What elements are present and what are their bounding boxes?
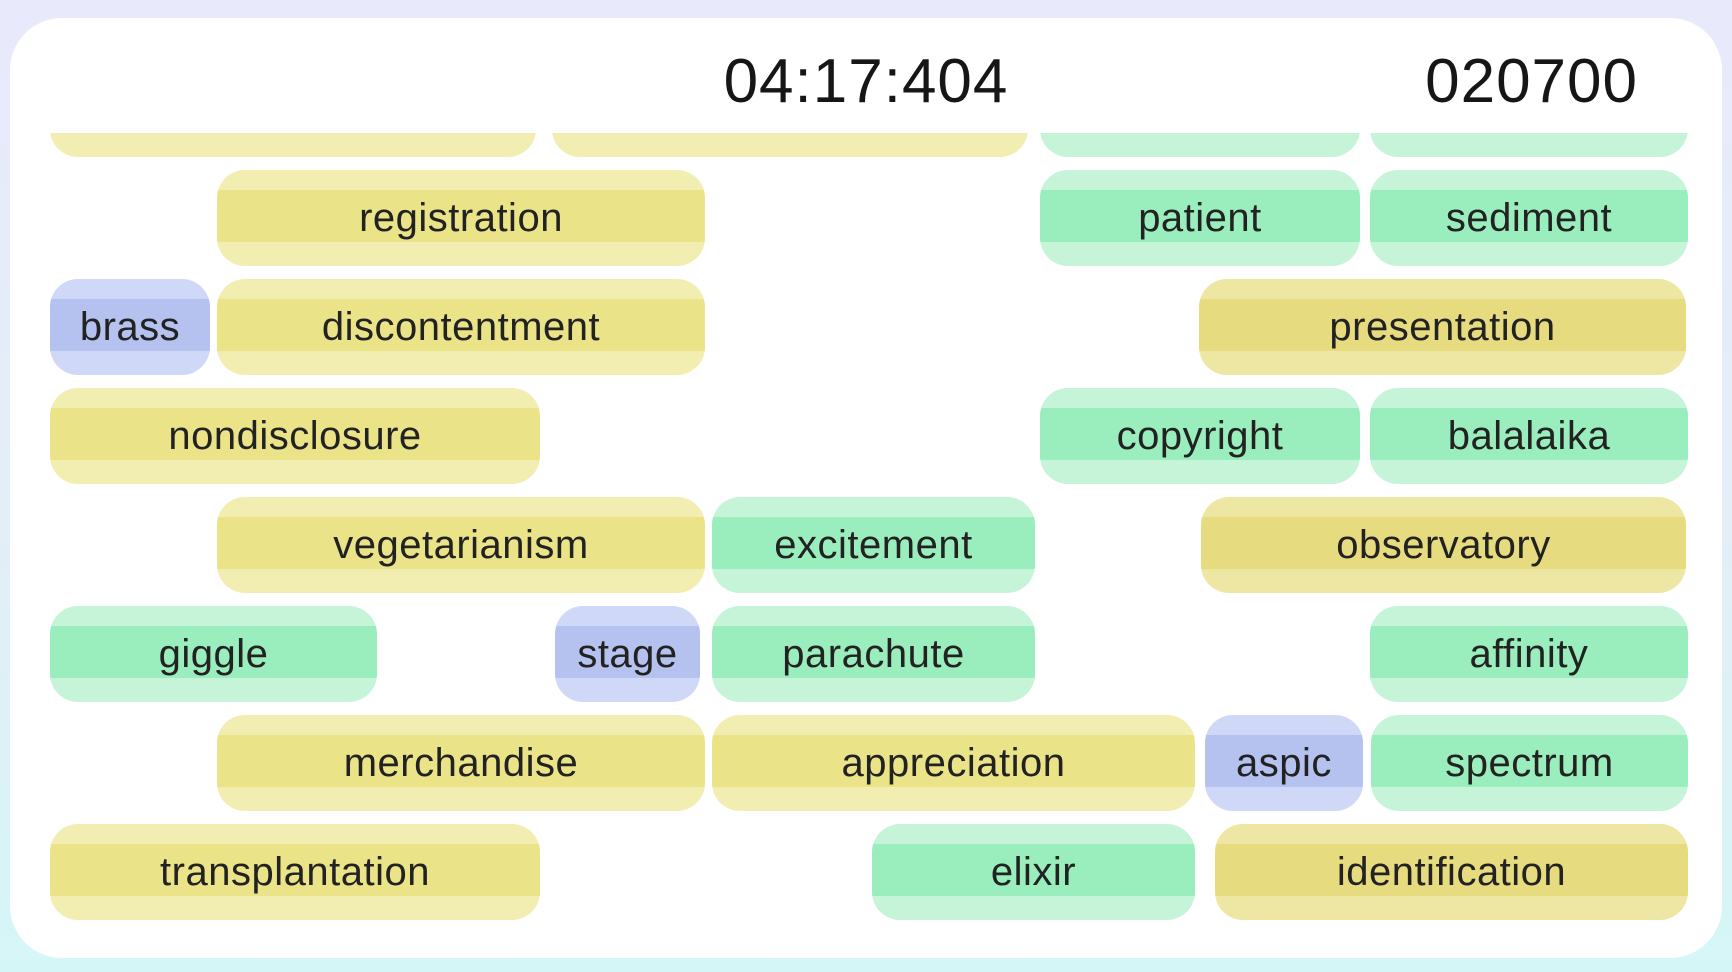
word-label: spectrum	[1445, 740, 1614, 785]
word-label: merchandise	[343, 740, 579, 785]
word-pill[interactable]: merchandise	[217, 715, 705, 811]
word-label: presentation	[1329, 304, 1556, 349]
word-label: elixir	[990, 849, 1077, 894]
word-pill[interactable]: discontentment	[217, 279, 705, 375]
word-board: registration patient sediment brass disconte…	[10, 133, 1722, 924]
word-pill[interactable]: sediment	[1370, 170, 1688, 266]
word-label: sediment	[1445, 195, 1613, 240]
word-pill[interactable]: copyright	[1040, 388, 1360, 484]
word-label: brass	[79, 304, 181, 349]
word-pill[interactable]: appreciation	[712, 715, 1195, 811]
word-label: parachute	[782, 631, 965, 676]
word-pill-clipped	[552, 133, 1028, 157]
word-board-content: registration patient sediment brass disconte…	[10, 133, 1722, 924]
word-pill[interactable]: vegetarianism	[217, 497, 705, 593]
timer: 04:17:404	[723, 47, 1009, 116]
word-label: appreciation	[841, 740, 1066, 785]
word-label: stage	[577, 631, 678, 676]
score: 020700	[1425, 47, 1638, 116]
word-pill[interactable]: identification	[1215, 824, 1688, 920]
word-pill[interactable]: giggle	[50, 606, 377, 702]
word-pill[interactable]: registration	[217, 170, 705, 266]
word-pill[interactable]: stage	[555, 606, 700, 702]
word-pill[interactable]: excitement	[712, 497, 1035, 593]
word-label: balalaika	[1447, 413, 1611, 458]
word-label: nondisclosure	[168, 413, 422, 458]
word-pill[interactable]: parachute	[712, 606, 1035, 702]
word-pill[interactable]: spectrum	[1371, 715, 1688, 811]
word-pill[interactable]: transplantation	[50, 824, 540, 920]
word-pill[interactable]: affinity	[1370, 606, 1688, 702]
word-pill[interactable]: balalaika	[1370, 388, 1688, 484]
word-pill[interactable]: brass	[50, 279, 210, 375]
word-label: affinity	[1469, 631, 1589, 676]
word-label: observatory	[1336, 522, 1551, 567]
word-pill[interactable]: patient	[1040, 170, 1360, 266]
word-pill-clipped	[50, 133, 536, 157]
game-card: 04:17:404 020700 registration patient sedi…	[10, 18, 1722, 958]
word-pill[interactable]: nondisclosure	[50, 388, 540, 484]
word-label: registration	[359, 195, 563, 240]
word-label: transplantation	[160, 849, 430, 894]
word-pill[interactable]: observatory	[1201, 497, 1686, 593]
word-label: aspic	[1236, 740, 1332, 785]
word-label: giggle	[158, 631, 269, 676]
word-label: vegetarianism	[333, 522, 589, 567]
word-pill[interactable]: elixir	[872, 824, 1195, 920]
word-pill[interactable]: presentation	[1199, 279, 1686, 375]
word-label: identification	[1336, 849, 1567, 894]
word-label: patient	[1138, 195, 1262, 240]
word-pill-clipped	[1040, 133, 1360, 157]
word-label: discontentment	[321, 304, 601, 349]
word-pill-clipped	[1370, 133, 1688, 157]
word-label: copyright	[1116, 413, 1284, 458]
word-label: excitement	[774, 522, 973, 567]
word-pill[interactable]: aspic	[1205, 715, 1363, 811]
